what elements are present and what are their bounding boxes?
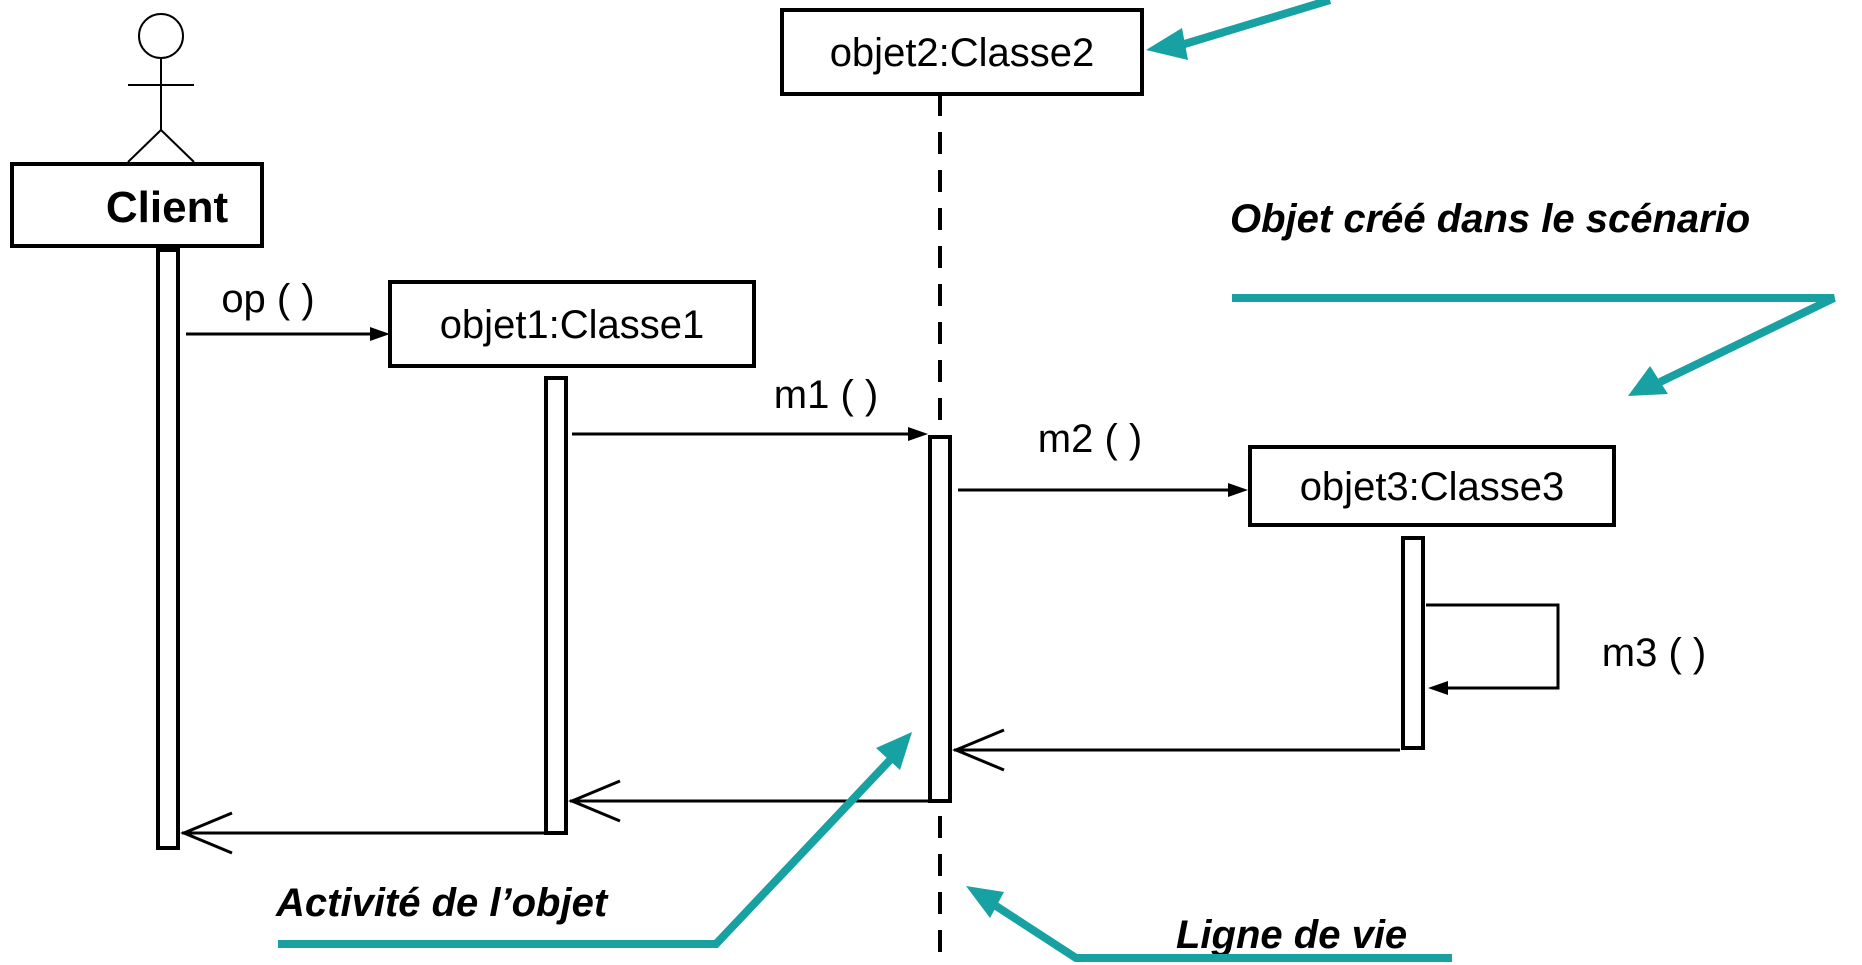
message-op: op ( ) <box>186 277 390 341</box>
objet3-label: objet3:Classe3 <box>1300 465 1565 509</box>
objet3-activation-bar <box>1401 536 1425 750</box>
message-m1: m1 ( ) <box>572 373 928 441</box>
message-m2: m2 ( ) <box>958 417 1248 497</box>
return-objet1-to-client <box>180 811 546 855</box>
annotation-created-object: Objet créé dans le scénario <box>1230 197 1750 241</box>
message-op-label: op ( ) <box>221 277 314 321</box>
callout-arrow-objet3 <box>1232 294 1836 396</box>
message-m3: m3 ( ) <box>1426 603 1706 695</box>
annotation-activation: Activité de l’objet <box>275 881 609 925</box>
return-objet2-to-objet1 <box>568 779 928 823</box>
annotation-lifeline: Ligne de vie <box>1176 913 1407 957</box>
message-m1-label: m1 ( ) <box>774 373 878 417</box>
callout-arrow-activation <box>278 732 912 948</box>
objet2-label: objet2:Classe2 <box>830 31 1095 75</box>
objet3-box: objet3:Classe3 <box>1248 445 1616 527</box>
callout-arrow-lifeline <box>966 886 1452 962</box>
client-label: Client <box>106 183 229 232</box>
objet1-activation-bar <box>544 376 568 835</box>
client-actor-icon <box>127 13 195 163</box>
callout-arrow-objet2 <box>1146 0 1332 60</box>
objet2-box: objet2:Classe2 <box>780 8 1144 96</box>
objet1-box: objet1:Classe1 <box>388 280 756 368</box>
message-m2-label: m2 ( ) <box>1038 417 1142 461</box>
message-m3-label: m3 ( ) <box>1602 631 1706 675</box>
client-activation-bar <box>156 248 180 850</box>
objet1-label: objet1:Classe1 <box>440 303 705 347</box>
client-box: Client <box>10 162 264 248</box>
return-objet3-to-objet2 <box>952 728 1400 772</box>
objet2-activation-bar <box>928 435 952 803</box>
